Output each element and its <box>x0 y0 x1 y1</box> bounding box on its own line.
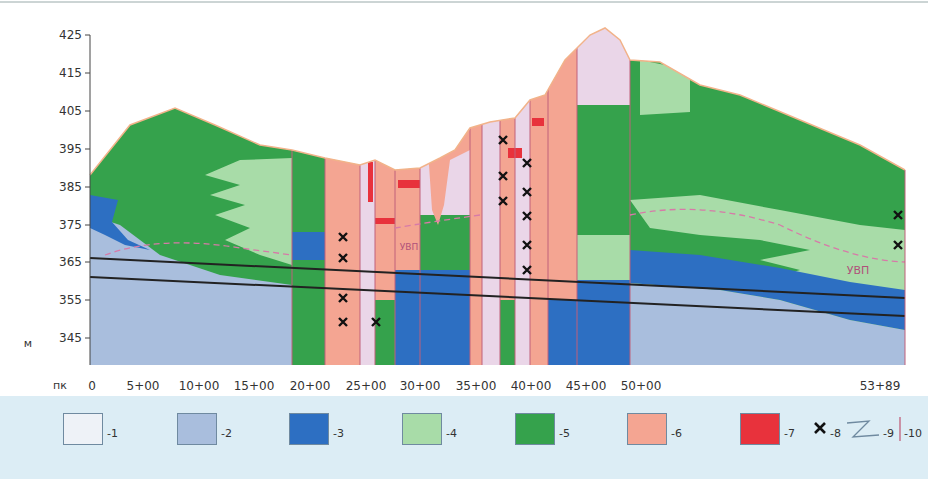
elevation-label: 405 <box>59 105 82 117</box>
sample-mark <box>523 212 531 220</box>
water-level-label: УВП <box>400 243 418 252</box>
sample-mark <box>523 241 531 249</box>
legend-label: -4 <box>446 428 457 439</box>
axis-label: 53+89 <box>860 380 901 392</box>
legend-swatch <box>177 413 217 445</box>
sample-mark <box>523 188 531 196</box>
sample-mark <box>894 211 902 219</box>
elevation-label: 375 <box>59 219 82 231</box>
sample-mark <box>499 197 507 205</box>
sample-mark <box>499 172 507 180</box>
elevation-label: 385 <box>59 181 82 193</box>
sample-mark <box>339 254 347 262</box>
axis-label: пк <box>53 380 67 391</box>
elevation-label: 395 <box>59 143 82 155</box>
legend-swatch <box>515 413 555 445</box>
sample-mark <box>339 294 347 302</box>
elevation-label: 365 <box>59 256 82 268</box>
axis-label: 20+00 <box>290 380 331 392</box>
elevation-label: 425 <box>59 29 82 41</box>
legend-swatch <box>63 413 103 445</box>
water-level-label: УВП <box>847 265 870 276</box>
legend-swatch <box>402 413 442 445</box>
axis-label: 25+00 <box>346 380 387 392</box>
axis-label: 10+00 <box>179 380 220 392</box>
legend-label: -3 <box>333 428 344 439</box>
elevation-label: 345 <box>59 332 82 344</box>
axis-label: 50+00 <box>621 380 662 392</box>
legend-symbol <box>812 413 828 445</box>
legend-label: -7 <box>784 428 795 439</box>
axis-label: 30+00 <box>400 380 441 392</box>
legend-label: -5 <box>559 428 570 439</box>
sample-mark <box>372 318 380 326</box>
axis-label: 15+00 <box>234 380 275 392</box>
sample-mark <box>894 241 902 249</box>
legend-label: -8 <box>830 428 841 439</box>
axis-label: 40+00 <box>511 380 552 392</box>
axis-label: м <box>24 338 32 349</box>
legend-symbol <box>845 413 881 445</box>
axis-label: 45+00 <box>566 380 607 392</box>
legend-label: -2 <box>221 428 232 439</box>
elevation-label: 415 <box>59 67 82 79</box>
legend-label: -1 <box>107 428 118 439</box>
sample-mark <box>523 159 531 167</box>
sample-mark <box>499 136 507 144</box>
sample-mark <box>339 233 347 241</box>
legend-label: -9 <box>883 428 894 439</box>
sample-mark <box>339 318 347 326</box>
legend-swatch <box>740 413 780 445</box>
legend-label: -10 <box>904 428 922 439</box>
legend-label: -6 <box>671 428 682 439</box>
axis-label: 5+00 <box>127 380 160 392</box>
axis-label: 0 <box>88 380 96 392</box>
legend-swatch <box>627 413 667 445</box>
legend-symbol <box>898 413 902 445</box>
elevation-label: 355 <box>59 294 82 306</box>
sample-mark <box>523 266 531 274</box>
legend-swatch <box>289 413 329 445</box>
axis-label: 35+00 <box>456 380 497 392</box>
